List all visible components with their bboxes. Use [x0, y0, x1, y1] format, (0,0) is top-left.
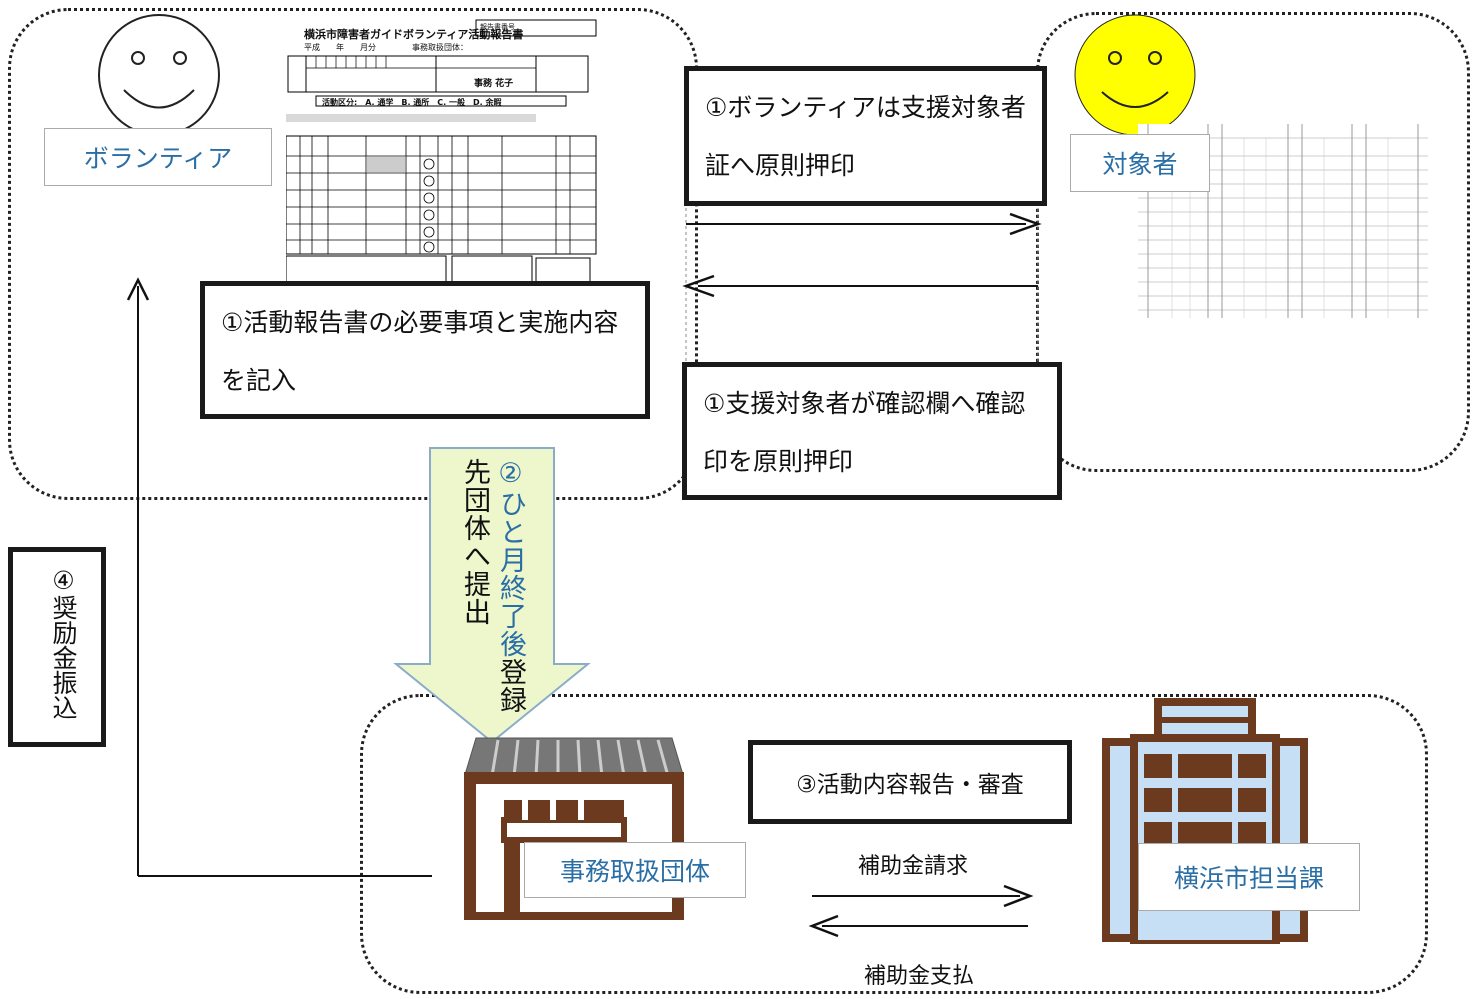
form-period: 平成 年 月分 [304, 43, 376, 52]
volunteer-label: ボランティア [44, 128, 272, 186]
city-hall-label: 横浜市担当課 [1138, 843, 1360, 911]
subsidy-request-label: 補助金請求 [858, 854, 969, 879]
form-category: 活動区分: A. 通学 B. 通所 C. 一般 D. 余暇 [322, 98, 502, 107]
step3-report-box: ③活動内容報告・審査 [748, 740, 1072, 824]
submit-arrow [393, 447, 591, 744]
form-report-no-label: 報告書番号 [480, 23, 515, 31]
volunteer-region [8, 8, 698, 500]
step1-target-confirm-box: ①支援対象者が確認欄へ確認印を原則押印 [682, 362, 1062, 500]
target-label: 対象者 [1070, 134, 1210, 192]
step1-volunteer-stamp-box: ①ボランティアは支援対象者証へ原則押印 [684, 66, 1047, 206]
step1-fill-report-box: ①活動報告書の必要事項と実施内容を記入 [200, 281, 650, 419]
admin-region [360, 694, 1428, 994]
office-label: 事務取扱団体 [524, 842, 746, 898]
subsidy-arrows [808, 884, 1034, 938]
form-title: 横浜市障害者ガイドボランティア活動報告書 [304, 28, 524, 41]
step2-submit-rest: 登録先団体へ提出 [459, 458, 526, 714]
payment-arrow [126, 277, 432, 877]
target-face-icon [1074, 14, 1196, 136]
form-office-label: 事務取扱団体： [412, 43, 468, 52]
activity-report-form [286, 18, 606, 286]
step2-submit-blue: ②ひと月終了後 [495, 458, 526, 658]
volunteer-face-icon [98, 14, 220, 136]
step4-payment-box: ④奨励金振込 [8, 547, 106, 747]
target-region [1036, 12, 1470, 472]
form-name-sample: 事務 花子 [474, 79, 514, 89]
step2-submit-text: ②ひと月終了後登録先団体へ提出 [456, 458, 528, 718]
exchange-arrows [682, 190, 1042, 448]
subsidy-payment-label: 補助金支払 [864, 964, 975, 989]
